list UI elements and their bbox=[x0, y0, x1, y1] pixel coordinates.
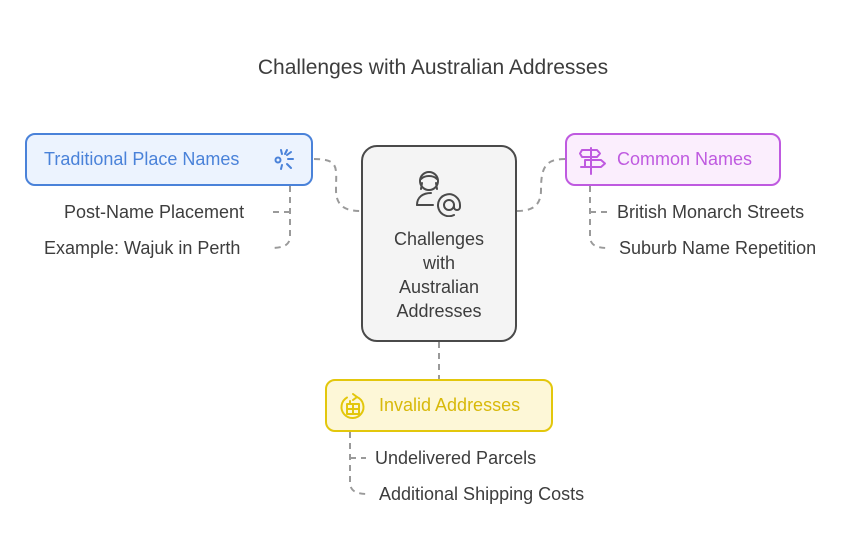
label-line: Challenges bbox=[393, 229, 485, 249]
leaf-additional-shipping-costs: Additional Shipping Costs bbox=[379, 484, 585, 504]
label-line: Addresses bbox=[396, 301, 482, 321]
package-return-icon bbox=[339, 392, 367, 427]
node-invalid-addresses[interactable]: Invalid Addresses bbox=[325, 379, 553, 432]
central-node[interactable]: Challenges with Australian Addresses bbox=[361, 145, 517, 342]
central-node-label: Challenges with Australian Addresses bbox=[363, 227, 515, 323]
leaf-british-monarch-streets: British Monarch Streets bbox=[617, 202, 805, 222]
leaf-example-wajuk: Example: Wajuk in Perth bbox=[44, 238, 241, 258]
node-common-names[interactable]: Common Names bbox=[565, 133, 781, 186]
user-at-icon bbox=[415, 169, 467, 222]
node-label: Common Names bbox=[617, 149, 753, 169]
label-line: Australian bbox=[398, 277, 480, 297]
leaf-post-name-placement: Post-Name Placement bbox=[64, 202, 245, 222]
sparkle-icon bbox=[273, 147, 297, 178]
node-label: Invalid Addresses bbox=[379, 395, 521, 415]
diagram-title: Challenges with Australian Addresses bbox=[257, 56, 609, 79]
node-traditional-place-names[interactable]: Traditional Place Names bbox=[25, 133, 313, 186]
node-label: Traditional Place Names bbox=[44, 149, 240, 169]
leaf-suburb-name-repetition: Suburb Name Repetition bbox=[619, 238, 817, 258]
signpost-icon bbox=[577, 146, 607, 181]
leaf-undelivered-parcels: Undelivered Parcels bbox=[375, 448, 537, 468]
label-line: with bbox=[422, 253, 455, 273]
